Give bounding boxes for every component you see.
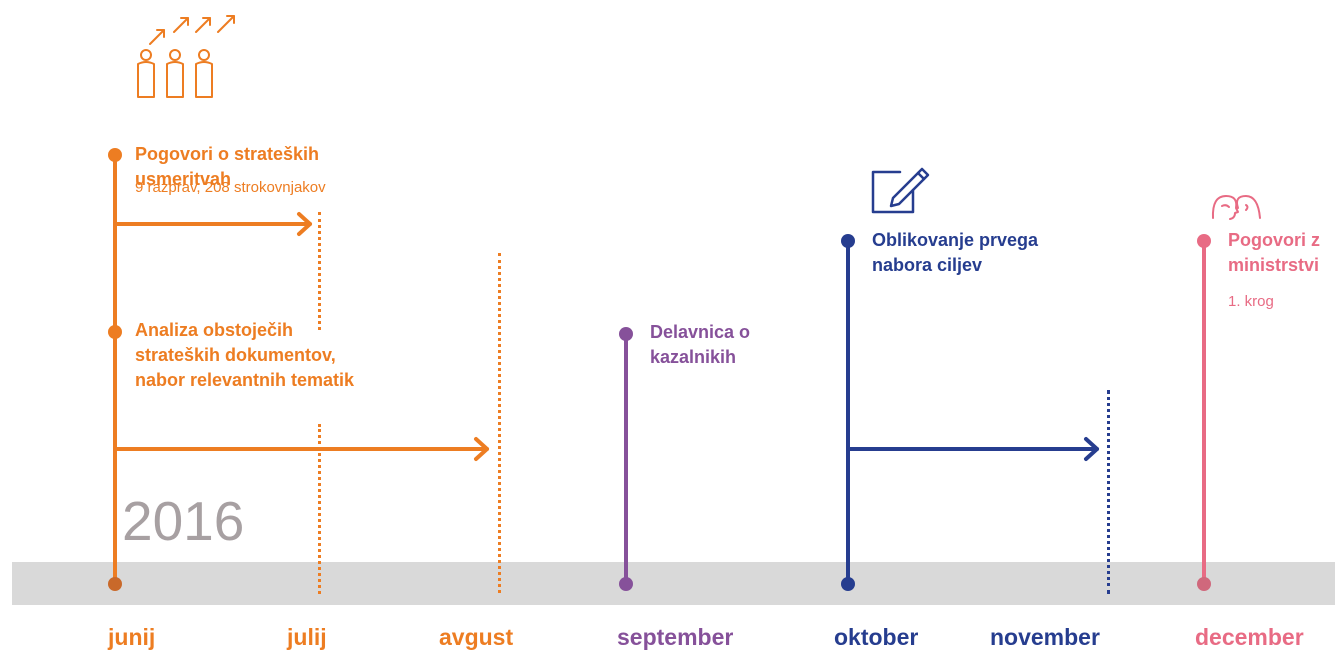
timeline-bar <box>12 562 1335 605</box>
month-label-november: november <box>990 624 1100 650</box>
event-title-line: nabor relevantnih tematik <box>135 370 355 390</box>
event-title-line: Delavnica o <box>650 322 751 342</box>
event-dot-indicator-workshop <box>619 327 633 341</box>
august-dotted-marker <box>498 253 501 593</box>
event-title-strategic-talks: Pogovori o strateških usmeritvah <box>135 142 319 192</box>
event-title-line: Pogovori o strateških <box>135 144 320 164</box>
july-dotted-marker-lower <box>318 424 321 594</box>
event-title-goal-drafting: Oblikovanje prvega nabora ciljev <box>872 228 1038 278</box>
june-event-line <box>113 153 117 583</box>
month-label-december: december <box>1195 624 1304 650</box>
month-label-june: junij <box>108 624 156 650</box>
october-base-dot <box>841 577 855 591</box>
event-dot-strategic-talks <box>108 148 122 162</box>
event-detail-ministry-talks: 1. krog <box>1228 293 1274 310</box>
year-label: 2016 <box>122 490 245 552</box>
arrow-to-november <box>846 437 1099 461</box>
december-event-line <box>1202 239 1206 583</box>
event-dot-document-analysis <box>108 325 122 339</box>
event-title-line: kazalnikih <box>650 347 737 367</box>
event-title-ministry-talks: Pogovori z ministrstvi <box>1228 228 1335 278</box>
arrow-to-july <box>113 212 312 236</box>
september-base-dot <box>619 577 633 591</box>
event-dot-goal-drafting <box>841 234 855 248</box>
december-base-dot <box>1197 577 1211 591</box>
event-title-document-analysis: Analiza obstoječih strateških dokumentov… <box>135 318 354 393</box>
event-title-line: strateških dokumentov, <box>135 345 336 365</box>
event-title-line: Analiza obstoječih <box>135 320 294 340</box>
june-base-dot <box>108 577 122 591</box>
event-dot-ministry-talks <box>1197 234 1211 248</box>
month-label-july: julij <box>287 624 327 650</box>
month-label-august: avgust <box>439 624 514 650</box>
september-event-line <box>624 332 628 583</box>
edit-document-icon <box>871 167 930 214</box>
month-label-september: september <box>617 624 734 650</box>
event-title-line: Pogovori z <box>1228 230 1321 250</box>
november-dotted-marker <box>1107 390 1110 594</box>
dialogue-heads-icon <box>1211 195 1261 220</box>
event-detail-strategic-talks: 9 razprav, 208 strokovnjakov <box>135 179 326 196</box>
july-dotted-marker-upper <box>318 212 321 330</box>
october-event-line <box>846 239 850 583</box>
event-title-line: ministrstvi <box>1228 255 1320 275</box>
event-title-indicator-workshop: Delavnica o kazalnikih <box>650 320 750 370</box>
event-title-line: Oblikovanje prvega <box>872 230 1039 250</box>
arrow-to-august <box>113 437 489 461</box>
month-label-october: oktober <box>834 624 919 650</box>
event-title-line: usmeritvah <box>135 169 232 189</box>
event-title-line: nabora ciljev <box>872 255 983 275</box>
people-growth-icon <box>137 15 235 98</box>
